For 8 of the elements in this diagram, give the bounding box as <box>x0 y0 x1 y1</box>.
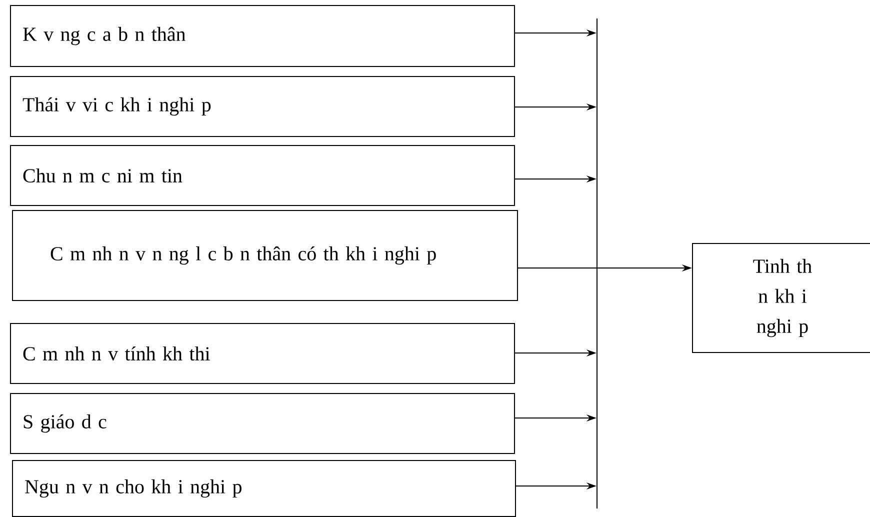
outcome-box: Tinh th n kh i nghi p <box>692 243 870 353</box>
factor-box: Ngu n v n cho kh i nghi p <box>12 460 516 517</box>
factor-box: Thái v vi c kh i nghi p <box>10 76 515 137</box>
factor-box: C m nh n v tính kh thi <box>10 323 515 384</box>
factor-box: S giáo d c <box>10 393 515 454</box>
factor-box: C m nh n v n ng l c b n thân có th kh i nghi p <box>12 210 518 301</box>
factor-box: K v ng c a b n thân <box>10 5 515 67</box>
factor-box: Chu n m c ni m tin <box>10 145 515 206</box>
